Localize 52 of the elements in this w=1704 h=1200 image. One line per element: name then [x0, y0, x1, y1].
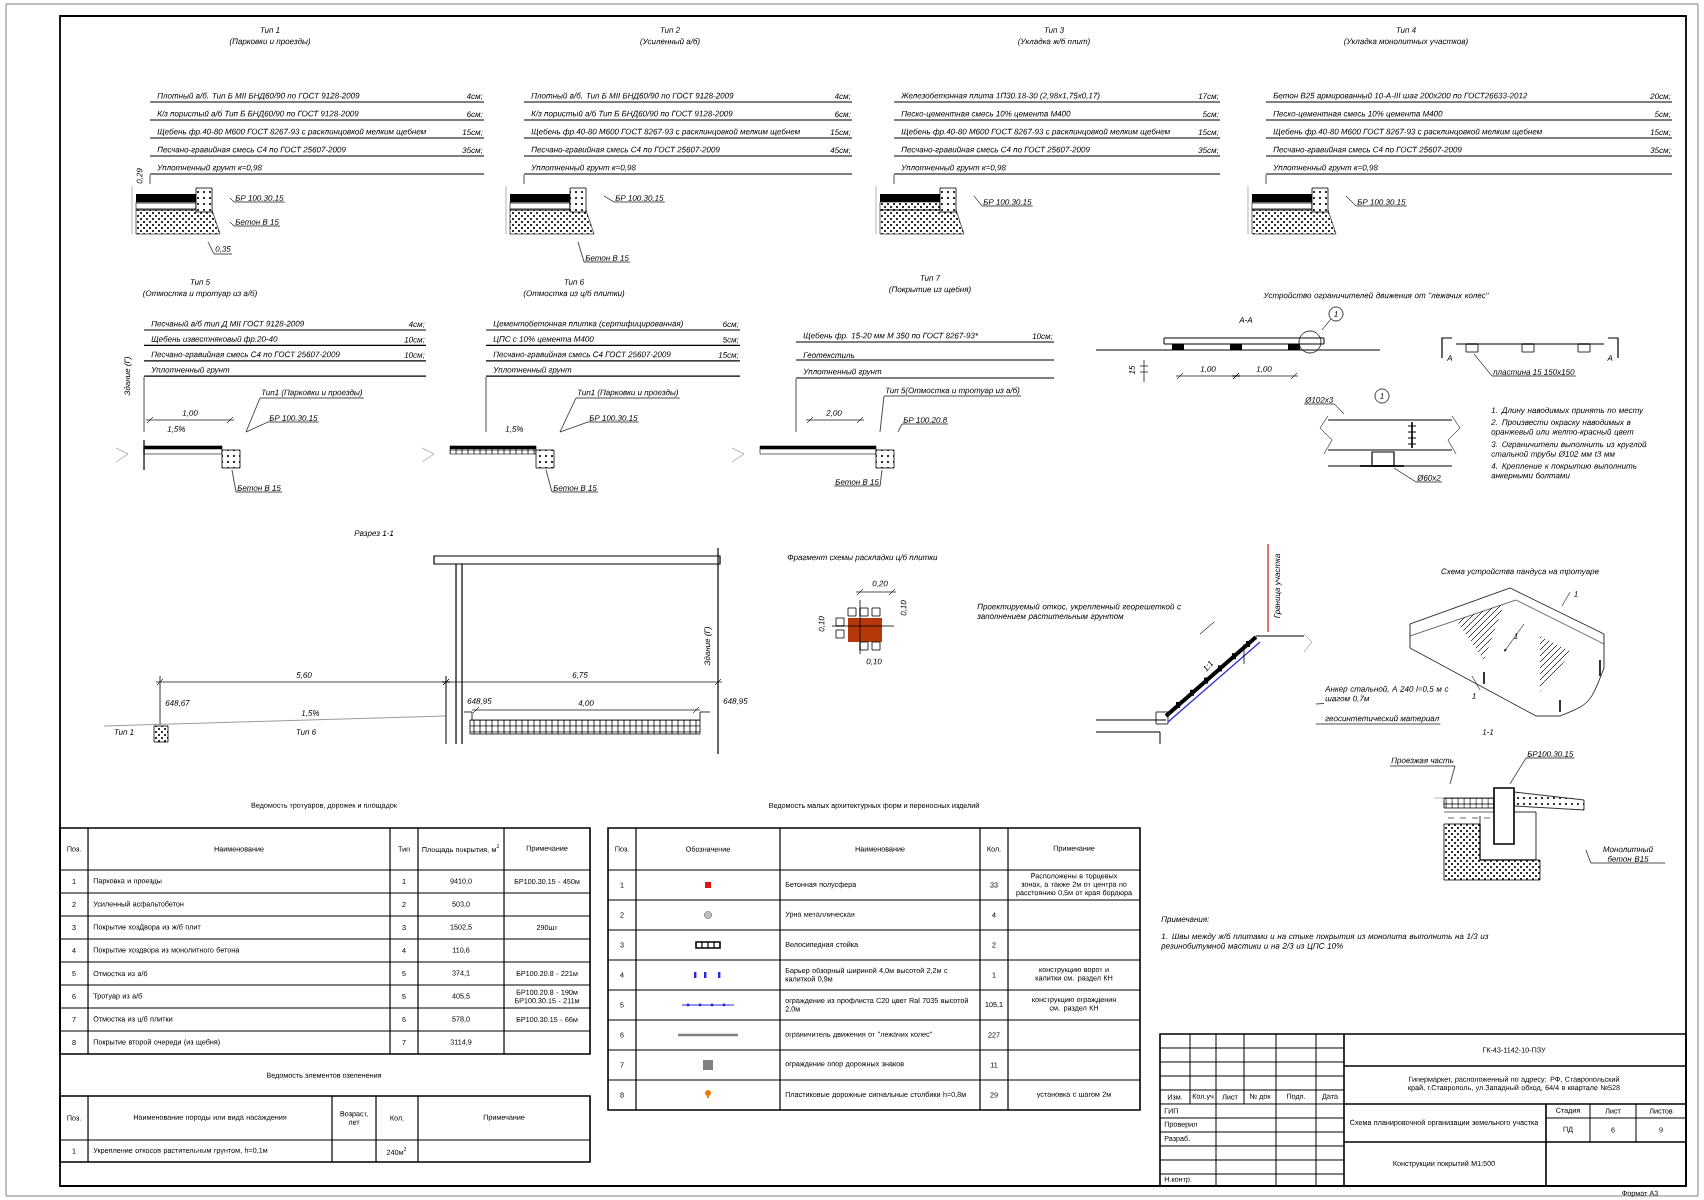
leader-line [879, 395, 1022, 433]
leader-line [1393, 467, 1443, 483]
leader-line [1585, 849, 1666, 864]
leader-line [245, 397, 365, 433]
leader-line [207, 241, 233, 255]
pavement-section-drawing [135, 194, 197, 211]
pavement-section-drawing [879, 201, 941, 211]
leader-line [559, 421, 640, 433]
leader-line [1315, 703, 1325, 705]
leader-line [143, 376, 145, 433]
curb-detail-drawing [1433, 787, 1541, 881]
pavement-section-drawing [421, 445, 555, 469]
leader-line [893, 174, 895, 185]
slope-drawing [1095, 633, 1313, 745]
pavement-section-drawing [115, 439, 241, 471]
leader-line [1509, 757, 1575, 785]
leader-line [523, 174, 525, 185]
leader-line [545, 469, 599, 493]
leader-line [1265, 174, 1267, 185]
pavement-section-drawing [731, 445, 895, 469]
leader-line [245, 421, 320, 433]
leader-line [973, 195, 1034, 207]
pavement-section-drawing [880, 194, 940, 202]
leader-line [833, 469, 883, 487]
curb-detail-drawing [1443, 797, 1495, 819]
pipe-detail-drawing [1319, 415, 1461, 467]
leader-line [231, 469, 283, 493]
bump-section-drawing [1095, 330, 1381, 354]
leader-line [1321, 318, 1332, 331]
leader-line [485, 376, 487, 433]
leader-line [229, 221, 281, 227]
leader-line [577, 241, 631, 263]
pavement-section-drawing [509, 194, 571, 211]
leader-line [1389, 765, 1456, 785]
curb-detail-drawing [1513, 791, 1585, 811]
leader-line [1315, 723, 1441, 725]
leader-line [1473, 353, 1577, 377]
pavement-section-drawing [131, 185, 221, 235]
pavement-section-drawing [1251, 194, 1313, 211]
leader-line [795, 378, 797, 433]
leader-line [229, 197, 286, 203]
plate-drawing [1455, 343, 1605, 353]
leader-line [1345, 195, 1408, 207]
leader-line [1303, 403, 1345, 415]
leader-line [1199, 621, 1215, 635]
pavement-section-drawing [1247, 185, 1337, 235]
leader-line [559, 397, 681, 433]
leader-line [149, 174, 151, 185]
pavement-section-drawing [875, 185, 965, 235]
leader-line [603, 195, 666, 203]
pavement-section-drawing [505, 185, 595, 235]
leader-line [897, 423, 949, 433]
